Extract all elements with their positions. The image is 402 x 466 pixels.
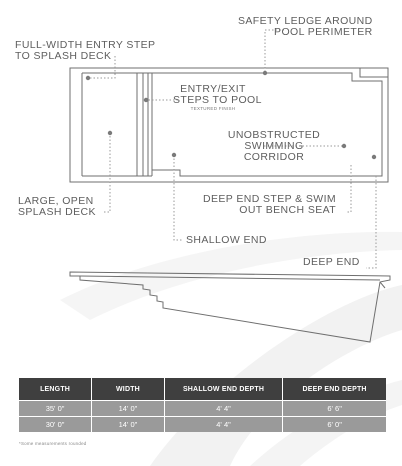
cell-shallow-depth: 4' 4" bbox=[164, 416, 284, 432]
leader-safety-ledge bbox=[264, 29, 286, 72]
table-row: 30' 0" 14' 0" 4' 4" 6' 0" bbox=[19, 416, 386, 432]
label-corridor-line2: SWIMMING bbox=[244, 140, 304, 152]
label-splash-line1: LARGE, OPEN bbox=[18, 195, 94, 207]
cell-length: 30' 0" bbox=[19, 416, 93, 432]
header-deep-depth: DEEP END DEPTH bbox=[282, 378, 386, 401]
cell-shallow-depth: 4' 4" bbox=[164, 400, 284, 417]
pool-specs-table: LENGTH WIDTH SHALLOW END DEPTH DEEP END … bbox=[19, 378, 386, 432]
leader-deep-end bbox=[366, 176, 377, 269]
label-deep-end: DEEP END bbox=[303, 256, 360, 268]
label-splash-deck: LARGE, OPEN SPLASH DECK bbox=[18, 196, 96, 218]
cell-length: 35' 0" bbox=[19, 400, 93, 417]
cell-deep-depth: 6' 0" bbox=[282, 416, 386, 432]
footnote: *Some measurements rounded bbox=[19, 441, 87, 446]
label-safety-ledge-line2: POOL PERIMETER bbox=[274, 26, 373, 38]
cell-width: 14' 0" bbox=[91, 416, 165, 432]
dot-deep-step bbox=[371, 154, 377, 160]
label-entry-step-line1: FULL-WIDTH ENTRY STEP bbox=[15, 39, 156, 51]
label-safety-ledge: SAFETY LEDGE AROUND POOL PERIMETER bbox=[238, 16, 373, 38]
dot-safety-ledge bbox=[262, 70, 268, 76]
label-deep-step: DEEP END STEP & SWIM OUT BENCH SEAT bbox=[203, 194, 336, 216]
dot-splash-deck bbox=[107, 130, 113, 136]
table-header-row: LENGTH WIDTH SHALLOW END DEPTH DEEP END … bbox=[19, 378, 386, 401]
label-entry-step-line2: TO SPLASH DECK bbox=[15, 50, 112, 62]
label-shallow-end: SHALLOW END bbox=[186, 234, 267, 246]
pool-profile-outline bbox=[69, 271, 391, 343]
label-entry-exit-sub: TEXTURED FINISH bbox=[190, 106, 236, 111]
header-width: WIDTH bbox=[91, 378, 165, 401]
dot-corridor bbox=[341, 143, 347, 149]
leader-splash-deck bbox=[104, 136, 111, 213]
label-splash-line2: SPLASH DECK bbox=[18, 206, 96, 218]
label-corridor: UNOBSTRUCTED SWIMMING CORRIDOR bbox=[222, 130, 326, 163]
dot-entry-step bbox=[85, 75, 91, 81]
leader-shallow-end bbox=[173, 155, 182, 241]
table-row: 35' 0" 14' 0" 4' 4" 6' 6" bbox=[19, 400, 386, 417]
label-safety-ledge-line1: SAFETY LEDGE AROUND bbox=[238, 15, 373, 27]
label-entry-step: FULL-WIDTH ENTRY STEP TO SPLASH DECK bbox=[15, 40, 155, 62]
label-corridor-line3: CORRIDOR bbox=[243, 151, 305, 163]
dot-shallow-end bbox=[171, 152, 177, 158]
dot-entry-exit bbox=[143, 97, 149, 103]
leader-deep-step bbox=[346, 165, 352, 213]
label-entry-exit: ENTRY/EXIT STEPS TO POOL TEXTURED FINISH bbox=[173, 83, 262, 112]
label-entry-exit-line2: STEPS TO POOL bbox=[173, 94, 262, 106]
label-corridor-line1: UNOBSTRUCTED bbox=[227, 129, 321, 141]
label-deep-step-line1: DEEP END STEP & SWIM bbox=[203, 193, 337, 205]
label-deep-step-line2: OUT BENCH SEAT bbox=[239, 204, 337, 216]
label-entry-exit-line1: ENTRY/EXIT bbox=[180, 83, 246, 95]
cell-deep-depth: 6' 6" bbox=[282, 400, 386, 417]
pool-outline bbox=[69, 67, 389, 183]
cell-width: 14' 0" bbox=[91, 400, 165, 417]
header-shallow-depth: SHALLOW END DEPTH bbox=[164, 378, 284, 401]
header-length: LENGTH bbox=[19, 378, 93, 401]
leader-entry-step bbox=[88, 56, 116, 79]
ledge-corner bbox=[359, 68, 388, 78]
